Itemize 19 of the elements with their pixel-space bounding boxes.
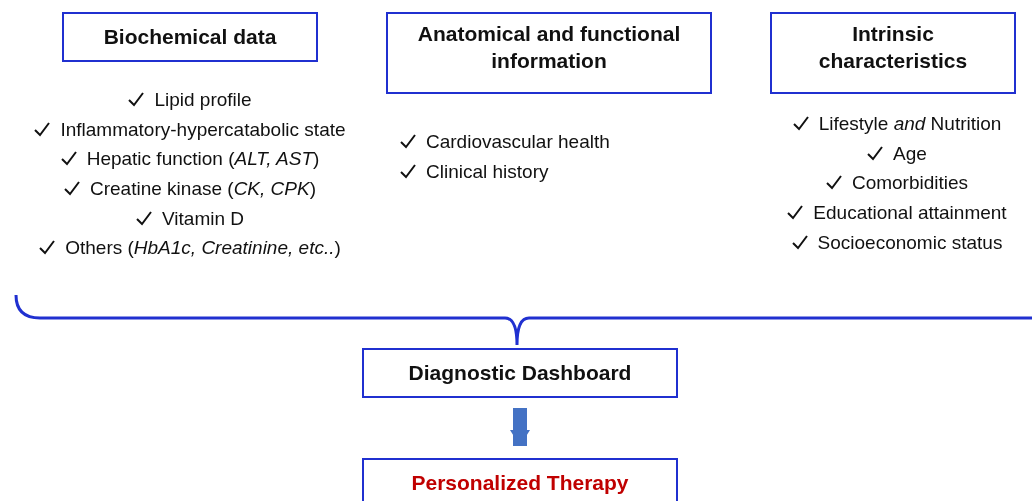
list-item-text: Clinical history <box>426 159 549 184</box>
list-item-text: Educational attainment <box>813 201 1007 226</box>
list-item-text: Age <box>893 141 927 166</box>
category-box: Intrinsic characteristics <box>770 12 1016 94</box>
list-item-text: Creatine kinase (CK, CPK) <box>90 177 316 202</box>
list-item-text: Inflammatory-hypercatabolic state <box>60 117 346 142</box>
list-item-text: Comorbidities <box>851 171 969 196</box>
process-box: Personalized Therapy <box>362 458 678 501</box>
process-box: Diagnostic Dashboard <box>362 348 678 398</box>
list-item-text: Others (HbA1c, Creatinine, etc..) <box>65 236 341 261</box>
list-item-text: Cardiovascular health <box>426 130 610 154</box>
category-box: Anatomical and functional information <box>386 12 712 94</box>
arrow <box>510 408 530 446</box>
list-item-text: Socioeconomic status <box>817 230 1003 255</box>
list-item-text: Vitamin D <box>162 206 244 231</box>
list-item-text: Lipid profile <box>154 88 252 112</box>
category-box: Biochemical data <box>62 12 318 62</box>
list-item-text: Lifestyle and Nutrition <box>818 112 1002 136</box>
list-item-text: Hepatic function (ALT, AST) <box>86 147 320 172</box>
